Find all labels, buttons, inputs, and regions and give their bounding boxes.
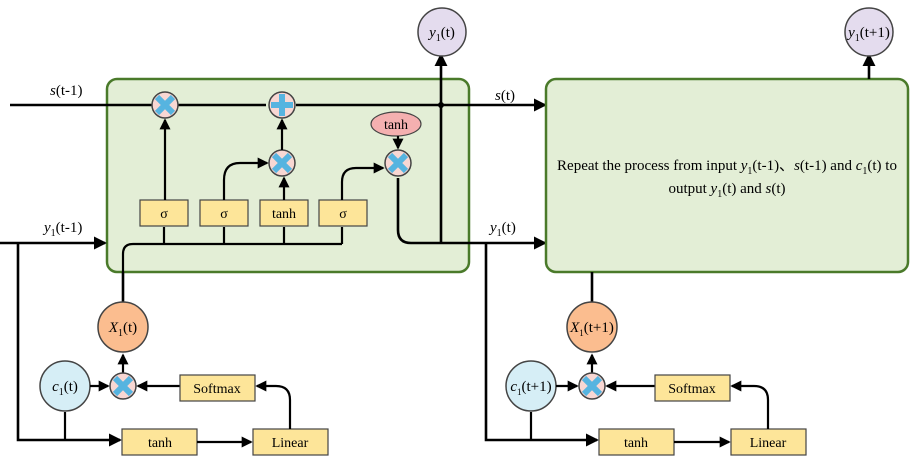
svg-text:Linear: Linear — [272, 436, 309, 451]
svg-text:Linear: Linear — [750, 436, 787, 451]
context-node-c1-t: c1(t) — [39, 360, 91, 412]
linear-box-1: Linear — [252, 428, 329, 456]
svg-text:y1(t+1): y1(t+1) — [846, 25, 890, 44]
svg-text:c1(t+1): c1(t+1) — [510, 379, 551, 397]
svg-text:tanh: tanh — [272, 207, 296, 222]
svg-text:Softmax: Softmax — [668, 382, 715, 397]
multiply-icon — [269, 150, 295, 176]
feature-node-x1-t: X1(t) — [97, 301, 149, 353]
multiply-icon — [385, 150, 411, 176]
svg-text:y1(t): y1(t) — [427, 25, 455, 44]
softmax-box-1: Softmax — [179, 374, 256, 402]
label-s-prev: s(t-1) — [50, 83, 83, 99]
svg-text:tanh: tanh — [624, 436, 648, 451]
svg-text:c1(t): c1(t) — [52, 379, 78, 398]
add-icon — [269, 92, 295, 118]
svg-text:σ: σ — [160, 207, 168, 222]
label-y-prev: y1(t-1) — [42, 220, 82, 239]
svg-text:X1(t): X1(t) — [108, 320, 137, 339]
label-s-out: s(t) — [495, 88, 515, 104]
svg-text:tanh: tanh — [148, 436, 172, 451]
label-y-out: y1(t) — [488, 220, 516, 239]
feature-node-x1-t-plus-1: X1(t+1) — [566, 301, 618, 353]
multiply-icon — [110, 373, 136, 399]
tanh-box-2: tanh — [598, 428, 675, 456]
cell-2-description-line-2: output y1(t) and s(t) — [668, 181, 785, 200]
multiply-icon — [152, 92, 178, 118]
svg-text:σ: σ — [220, 207, 228, 222]
tanh-activation: tanh — [370, 111, 422, 137]
linear-box-2: Linear — [730, 428, 807, 456]
gate-box-output: σ — [318, 199, 368, 227]
svg-text:tanh: tanh — [384, 118, 408, 133]
context-node-c1-t-plus-1: c1(t+1) — [505, 360, 557, 412]
output-node-y1-t-plus-1: y1(t+1) — [844, 7, 894, 57]
gate-box-candidate: tanh — [259, 199, 309, 227]
output-node-y1-t: y1(t) — [417, 7, 467, 57]
softmax-box-2: Softmax — [654, 374, 731, 402]
gate-box-forget: σ — [139, 199, 189, 227]
tanh-box-1: tanh — [121, 428, 198, 456]
multiply-icon — [579, 373, 605, 399]
lstm-cell-2 — [544, 77, 910, 274]
cell-2-description-line-1: Repeat the process from input y1(t-1)、s(… — [557, 158, 897, 177]
svg-text:X1(t+1): X1(t+1) — [569, 320, 614, 338]
svg-text:σ: σ — [339, 207, 347, 222]
gate-box-input: σ — [199, 199, 249, 227]
svg-text:Softmax: Softmax — [193, 382, 240, 397]
